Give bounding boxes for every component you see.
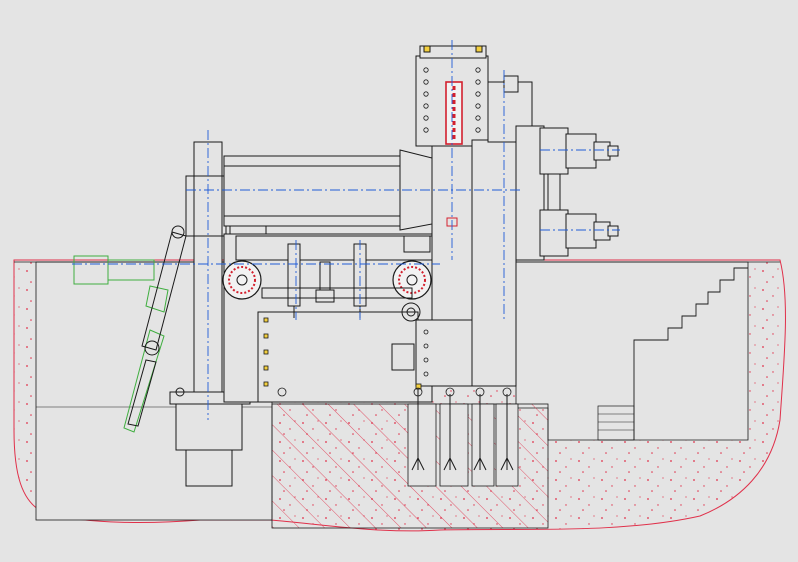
anchor-bolts xyxy=(411,394,514,471)
center-lines xyxy=(72,40,620,420)
tower-bolts xyxy=(423,67,481,377)
terminal-strip xyxy=(263,317,422,390)
small-steps xyxy=(597,405,635,441)
base-bolts xyxy=(277,387,512,397)
tilt-arm xyxy=(127,225,187,427)
main-motor xyxy=(223,149,433,237)
main-frame xyxy=(223,233,433,403)
stairs xyxy=(633,267,748,440)
tilt-arm-ghost xyxy=(73,255,169,433)
pit-right xyxy=(515,261,749,441)
right-drive xyxy=(515,125,619,261)
hydraulic-cylinders xyxy=(261,243,413,318)
tower-red-marker xyxy=(445,81,463,227)
roller-right xyxy=(392,260,432,300)
anchor-bolt-pockets xyxy=(407,403,519,487)
roller-left xyxy=(222,260,262,300)
